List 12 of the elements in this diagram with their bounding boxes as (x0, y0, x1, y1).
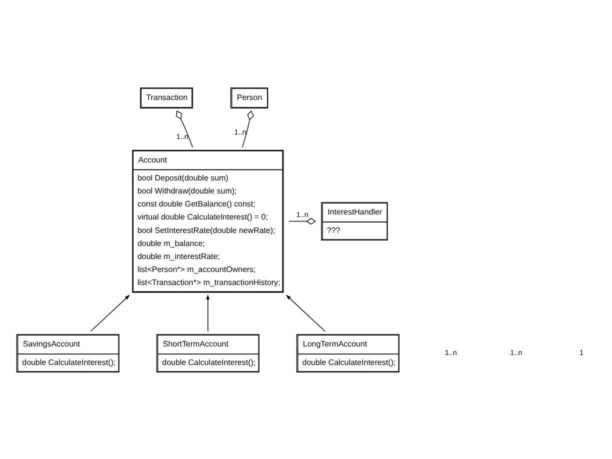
arrow (286, 294, 326, 332)
edge-label: 1..n (176, 131, 188, 140)
connector (288, 217, 316, 224)
arrow (206, 294, 210, 332)
arrow (90, 294, 130, 332)
edge-label: 1..n (234, 127, 246, 136)
edge-label: 1..n (296, 209, 308, 218)
label: 1..n (444, 348, 457, 357)
connector (242, 110, 254, 148)
connector (176, 110, 193, 148)
label: 1..n (510, 348, 522, 357)
label: 1 (579, 348, 584, 357)
